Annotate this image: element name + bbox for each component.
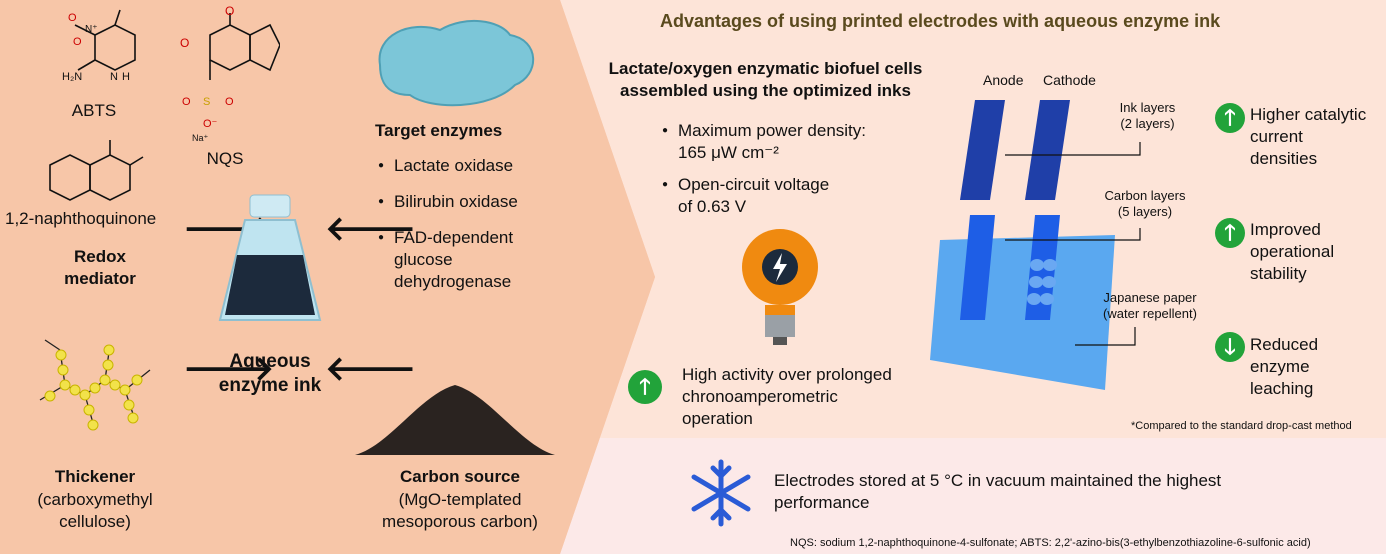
svg-text:O: O: [73, 36, 82, 48]
left-arrow-icon: 🡐: [325, 350, 417, 388]
svg-text:O: O: [225, 96, 234, 108]
svg-text:H₂N: H₂N: [62, 71, 82, 83]
anode-ink-layer: [960, 100, 1005, 200]
carbon-pile-icon: [355, 385, 555, 455]
svg-text:O: O: [225, 5, 234, 18]
enzyme-item: FAD-dependent glucose dehydrogenase: [378, 227, 558, 293]
snowflake-icon: [691, 459, 751, 527]
carbon-source-desc: (MgO-templated mesoporous carbon): [382, 490, 538, 531]
ink-bottle-icon: [218, 194, 322, 321]
enzyme-list: Lactate oxidase Bilirubin oxidase FAD-de…: [378, 155, 558, 293]
bfc-title: Lactate/oxygen enzymatic biofuel cells a…: [608, 59, 923, 100]
svg-text:O⁻: O⁻: [203, 118, 218, 130]
nqs-structure-icon: O O S O O O⁻ Na⁺: [180, 5, 280, 143]
aqueous-ink-label: Aqueous enzyme ink: [218, 351, 322, 396]
svg-text:H: H: [122, 71, 130, 83]
enzyme-item: Lactate oxidase: [378, 155, 558, 177]
anode-carbon-layer: [960, 215, 995, 320]
thickener-title: Thickener: [54, 467, 136, 486]
target-enzymes-title: Target enzymes: [375, 121, 503, 140]
light-bulb-icon: [742, 229, 818, 345]
cathode-label: Cathode: [1043, 72, 1096, 88]
bfc-item: Maximum power density: 165 μW cm⁻²: [662, 120, 892, 164]
nqs-label: NQS: [206, 149, 244, 168]
bfc-list: Maximum power density: 165 μW cm⁻² Open-…: [662, 120, 892, 218]
thickener-structure-icon: [39, 339, 151, 431]
bottom-panel: [560, 438, 1386, 554]
svg-text:S: S: [203, 96, 210, 108]
cathode-ink-layer: [1025, 100, 1070, 200]
svg-text:N⁺: N⁺: [85, 24, 98, 35]
enzyme-blob-icon: [378, 19, 535, 107]
svg-text:N: N: [110, 71, 118, 83]
storage-note: Electrodes stored at 5 °C in vacuum main…: [774, 471, 1222, 512]
svg-text:Na⁺: Na⁺: [192, 133, 209, 143]
enzyme-item: Bilirubin oxidase: [378, 191, 558, 213]
naphthoquinone-structure-icon: [49, 140, 144, 201]
abbreviations-note: NQS: sodium 1,2-naphthoquinone-4-sulfona…: [790, 537, 1311, 549]
abts-structure-icon: O O N⁺ H₂N N H: [62, 9, 136, 83]
up-arrow-icon: 🡑: [1215, 218, 1245, 248]
carbon-layers-label: Carbon layers (5 layers): [1104, 188, 1186, 219]
svg-text:O: O: [182, 96, 191, 108]
panel-divider-chevron: [560, 0, 655, 554]
advantage-label: Reduced enzyme leaching: [1250, 335, 1319, 398]
svg-text:O: O: [180, 36, 189, 50]
abts-label: ABTS: [71, 101, 117, 120]
up-arrow-icon: 🡑: [1215, 103, 1245, 133]
up-arrow-icon: 🡑: [628, 370, 662, 404]
bfc-item: Open-circuit voltage of 0.63 V: [662, 174, 892, 218]
paper-label: Japanese paper (water repellent): [1103, 290, 1197, 321]
thickener-desc: (carboxymethyl cellulose): [37, 490, 153, 531]
down-arrow-icon: 🡓: [1215, 332, 1245, 362]
advantages-title: Advantages of using printed electrodes w…: [660, 11, 1221, 31]
electrode-diagram: [930, 100, 1141, 390]
svg-text:O: O: [68, 12, 77, 24]
advantage-label: Higher catalytic current densities: [1250, 105, 1367, 168]
ink-layers-label: Ink layers (2 layers): [1119, 100, 1176, 131]
high-activity-label: High activity over prolonged chronoamper…: [682, 365, 892, 428]
naphthoquinone-label: 1,2-naphthoquinone: [5, 209, 157, 228]
carbon-source-title: Carbon source: [400, 467, 520, 486]
redox-mediator-label: Redox mediator: [64, 247, 136, 288]
advantage-label: Improved operational stability: [1250, 220, 1335, 283]
anode-label: Anode: [983, 72, 1024, 88]
right-arrow-icon: 🡒: [183, 350, 275, 388]
footnote: *Compared to the standard drop-cast meth…: [1131, 420, 1352, 432]
